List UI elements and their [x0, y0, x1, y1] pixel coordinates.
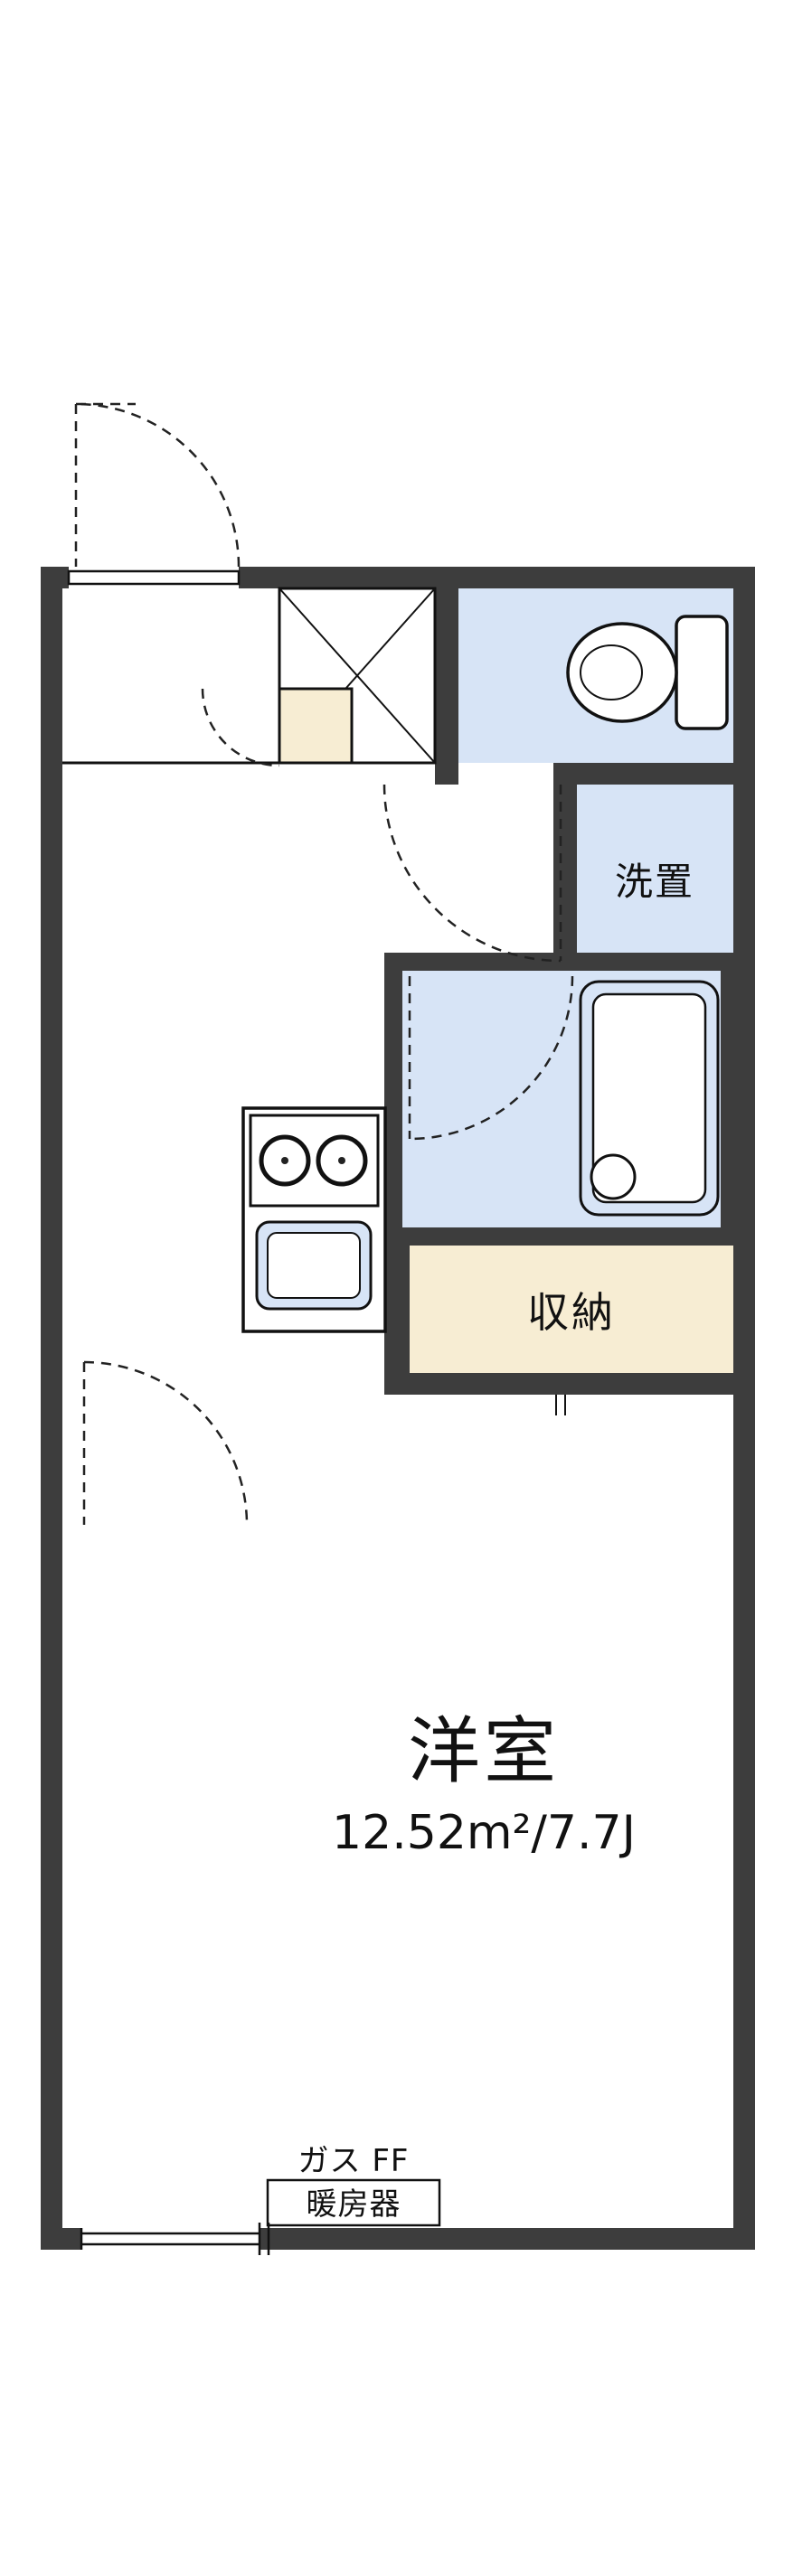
- shoe-cabinet: [278, 687, 354, 765]
- front-door: [67, 402, 241, 588]
- entrance: [62, 587, 437, 767]
- toilet-bowl-inner: [580, 644, 643, 700]
- sink-basin: [267, 1232, 361, 1299]
- room-area-label: 12.52m²/7.7J: [332, 1806, 636, 1860]
- wall-closet-bottom: [384, 1373, 733, 1395]
- gas-heater: [266, 2178, 441, 2227]
- toilet: [566, 615, 729, 730]
- heater-unit-label: 暖房器: [307, 2186, 401, 2223]
- kitchen: [241, 1106, 387, 1333]
- bathroom-door-swing-arc: [409, 975, 574, 1141]
- closet: [410, 1246, 733, 1415]
- bathtub-inner: [591, 992, 707, 1204]
- stove-burner-center: [338, 1157, 345, 1164]
- toilet-tank: [675, 615, 729, 730]
- labels-layer: 洗置 収納 洋室 12.52m²/7.7J ガス FF 暖房器: [298, 860, 694, 2223]
- wall-washer-left: [553, 763, 577, 953]
- closet-label: 収納: [527, 1288, 616, 1337]
- bathtub-outer: [579, 980, 720, 1217]
- heater-box: [266, 2178, 441, 2227]
- room-door: [82, 1360, 249, 1526]
- bathtub-drain: [590, 1153, 637, 1200]
- wall-hall-closet: [384, 1240, 410, 1395]
- bathroom: [402, 971, 721, 1227]
- wall-left: [41, 567, 62, 2250]
- window-opening: [81, 2228, 260, 2250]
- closet-floor: [410, 1246, 733, 1373]
- front-door-opening: [69, 567, 239, 588]
- wall-right: [733, 567, 755, 2250]
- front-door-slab: [67, 569, 241, 586]
- washer-label: 洗置: [615, 860, 694, 904]
- washroom-door-swing-arc: [382, 784, 562, 963]
- washer-space-floor: [577, 785, 733, 953]
- heater-caption-label: ガス FF: [298, 2143, 410, 2179]
- washroom-door: [382, 784, 562, 963]
- cabinet-door-swing-arc: [201, 688, 280, 767]
- wall-toilet-divider: [435, 567, 458, 785]
- front-door-swing-arc: [75, 402, 241, 568]
- wall-below-toilet: [561, 763, 733, 785]
- room-door-swing-arc: [83, 1360, 249, 1526]
- stove-burner-center: [281, 1157, 288, 1164]
- bottom-window: [80, 2223, 270, 2255]
- toilet-bowl: [566, 622, 678, 723]
- room-name-label: 洋室: [408, 1709, 560, 1793]
